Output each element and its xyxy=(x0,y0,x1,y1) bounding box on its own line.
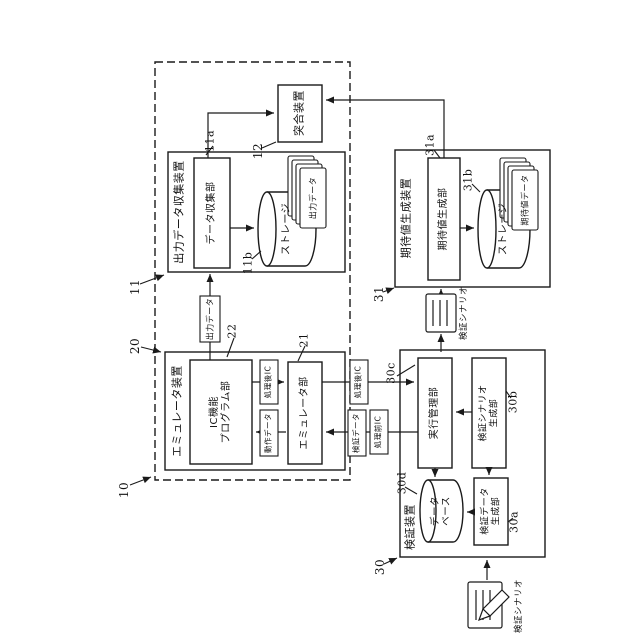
operation-data-flow-label: 動作データ xyxy=(263,413,273,453)
ref-21-leader xyxy=(297,345,306,362)
generator-unit-box xyxy=(427,157,461,281)
data-generator-line1: 検証データ xyxy=(480,487,491,535)
post-ic-inner-flow-label: 処理後IC xyxy=(263,365,273,399)
ic-program-box xyxy=(189,359,253,465)
pre-ic-flow-label: 処理前IC xyxy=(373,415,383,449)
ref-10: 10 xyxy=(116,481,131,499)
ref-31-leader xyxy=(382,287,395,295)
output-data-label-box xyxy=(199,295,221,343)
storage-31b-label: ストレージ xyxy=(498,202,510,256)
expected-data-stack-label: 期待値データ xyxy=(520,174,530,226)
ref-11b-leader xyxy=(251,250,262,260)
ref-30a: 30a xyxy=(507,510,521,534)
scenario-generator-line1: 検証シナリオ xyxy=(478,384,489,442)
ref-22-leader xyxy=(226,337,235,358)
scenario-generator-label: 検証シナリオ 生成部 xyxy=(478,384,499,441)
ref-30: 30 xyxy=(372,558,387,576)
data-generator-box xyxy=(473,477,509,546)
ref-20: 20 xyxy=(127,337,142,355)
ref-10-leader xyxy=(129,476,152,486)
ref-30a-leader xyxy=(507,517,514,523)
output-collector-label: 出力データ収集装置 xyxy=(172,160,186,264)
matcher-box xyxy=(277,84,323,143)
scenario-generator-box xyxy=(471,357,507,469)
scenario-generator-line2: 生成部 xyxy=(489,398,499,428)
expected-data-stack-icon xyxy=(499,157,539,231)
ref-20-leader xyxy=(140,346,162,354)
database-line1: データ xyxy=(429,495,441,527)
expected-generator-label: 期待値生成装置 xyxy=(399,177,413,259)
collector-unit-box xyxy=(193,157,231,269)
emulator-unit-box xyxy=(287,361,323,465)
database-line2: ベース xyxy=(441,496,452,526)
operation-data-label-box xyxy=(259,409,279,457)
ref-30c-leader xyxy=(396,364,416,377)
collector-to-matcher-line xyxy=(207,109,274,158)
ref-31: 31 xyxy=(371,285,386,303)
output-data-flow-label: 出力データ xyxy=(205,297,215,341)
ref-30c: 30c xyxy=(384,362,398,384)
ref-31b: 31b xyxy=(461,168,475,192)
emulator-device-label: エミュレータ装置 xyxy=(170,365,184,457)
storage-11b-label: ストレージ xyxy=(281,202,293,256)
verification-data-flow-label: 検証データ xyxy=(351,413,361,453)
ref-31a: 31a xyxy=(423,133,437,157)
scenario-note-bottom-label: 検証シナリオ xyxy=(513,578,524,634)
scenario-document-icon xyxy=(425,293,457,333)
ref-30b-leader xyxy=(505,390,512,399)
scenario-document-bottom-icon xyxy=(467,581,503,629)
system-boundary-box xyxy=(154,61,351,481)
exec-manager-box xyxy=(417,357,453,469)
pencil-icon xyxy=(477,589,510,622)
exec-manager-label: 実行管理部 xyxy=(429,386,441,440)
database-cylinder-30d xyxy=(419,479,464,543)
collector-unit-label: データ収集部 xyxy=(206,181,218,245)
post-ic-label-box xyxy=(349,359,369,405)
ref-11b: 11b xyxy=(241,251,255,275)
verifier-label: 検証装置 xyxy=(403,504,417,550)
ref-30d: 30d xyxy=(395,471,409,495)
ic-program-label: IC機能 プログラム部 xyxy=(209,381,233,444)
ic-program-line1: IC機能 xyxy=(209,396,221,428)
output-data-stack-label: 出力データ xyxy=(308,176,318,220)
ref-11-leader xyxy=(139,274,165,285)
data-generator-label: 検証データ 生成部 xyxy=(480,487,501,535)
ref-21: 21 xyxy=(297,332,311,348)
output-data-stack-icon xyxy=(287,155,327,229)
pre-ic-label-box xyxy=(369,409,389,455)
generator-to-matcher-line xyxy=(326,96,445,158)
scenario-note-top-label: 検証シナリオ xyxy=(458,285,469,341)
ref-11: 11 xyxy=(127,278,142,296)
ref-12-leader xyxy=(261,141,277,149)
ref-11a-leader xyxy=(205,145,214,156)
matcher-label: 突合装置 xyxy=(292,90,306,136)
data-generator-line2: 生成部 xyxy=(491,496,501,526)
generator-unit-label: 期待値生成部 xyxy=(438,187,450,251)
ic-program-line2: プログラム部 xyxy=(221,380,232,444)
post-ic-inner-label-box xyxy=(259,359,279,405)
database-label: データ ベース xyxy=(430,496,452,526)
ref-30-leader xyxy=(383,557,398,565)
ref-31b-leader xyxy=(471,183,481,193)
verification-data-label-box xyxy=(347,409,367,457)
ref-30b: 30b xyxy=(506,390,520,414)
post-ic-flow-label: 処理後IC xyxy=(353,365,363,399)
ref-30d-leader xyxy=(404,486,418,495)
ref-22: 22 xyxy=(225,323,239,339)
ref-31a-leader xyxy=(433,149,441,159)
ref-12: 12 xyxy=(250,142,265,160)
emulator-unit-label: エミュレータ部 xyxy=(299,376,311,450)
ref-11a: 11a xyxy=(203,129,217,153)
